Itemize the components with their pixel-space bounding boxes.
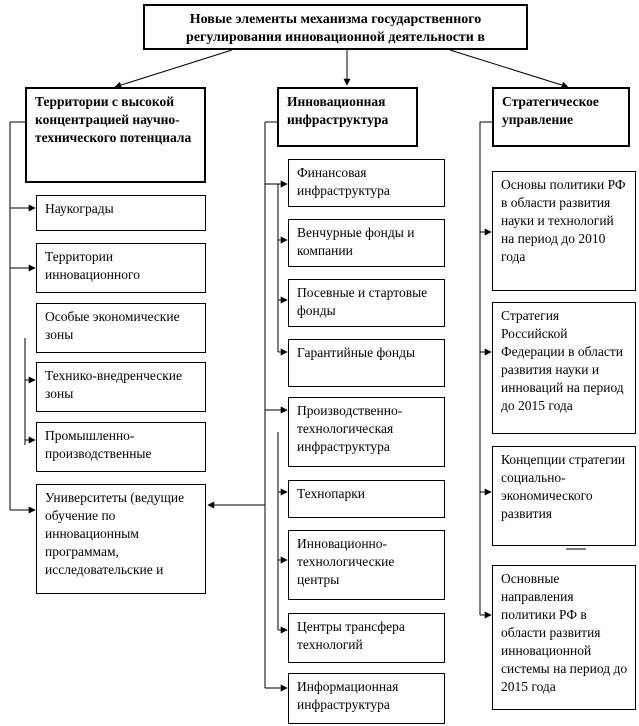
header-innovation-infrastructure: Инновационная инфраструктура — [277, 87, 418, 147]
item-policy-directions-2015: Основные направления политики РФ в облас… — [492, 565, 636, 710]
item-universities: Университеты (ведущие обучение по иннова… — [36, 484, 206, 594]
item-naukogrady: Наукограды — [36, 195, 206, 231]
item-tech-transfer-centres: Центры трансфера технологий — [288, 613, 445, 663]
arrow-title-to-left — [114, 49, 233, 89]
item-production-tech-infrastructure: Производственно-технологическая инфрастр… — [288, 397, 445, 467]
header-strategic-management: Стратегическое управление — [492, 87, 630, 147]
item-financial-infrastructure: Финансовая инфраструктура — [288, 159, 445, 207]
item-socioeconomic-concept: Концепции стратегии социально-экономичес… — [492, 446, 636, 546]
arrow-title-to-right — [449, 49, 569, 89]
item-special-economic-zones: Особые экономические зоны — [36, 303, 206, 353]
item-industrial-production: Промышленно-производственные — [36, 422, 206, 472]
item-technical-innovation-zones: Технико-внедренческие зоны — [36, 362, 206, 412]
item-technoparks: Технопарки — [288, 480, 445, 518]
item-information-infrastructure: Информационная инфраструктура — [288, 673, 445, 724]
item-venture-funds: Венчурные фонды и компании — [288, 219, 445, 267]
diagram-title: Новые элементы механизма государственног… — [143, 4, 528, 50]
item-seed-funds: Посевные и стартовые фонды — [288, 279, 445, 327]
item-innovation-tech-centres: Инновационно-технологические центры — [288, 530, 445, 600]
item-guarantee-funds: Гарантийные фонды — [288, 339, 445, 387]
item-innovation-territories: Территории инновационного — [36, 243, 206, 293]
header-territories: Территории с высокой концентрацией научн… — [25, 87, 206, 183]
item-policy-basics-2010: Основы политики РФ в области развития на… — [492, 171, 636, 291]
item-strategy-2015: Стратегия Российской Федерации в области… — [492, 302, 636, 434]
